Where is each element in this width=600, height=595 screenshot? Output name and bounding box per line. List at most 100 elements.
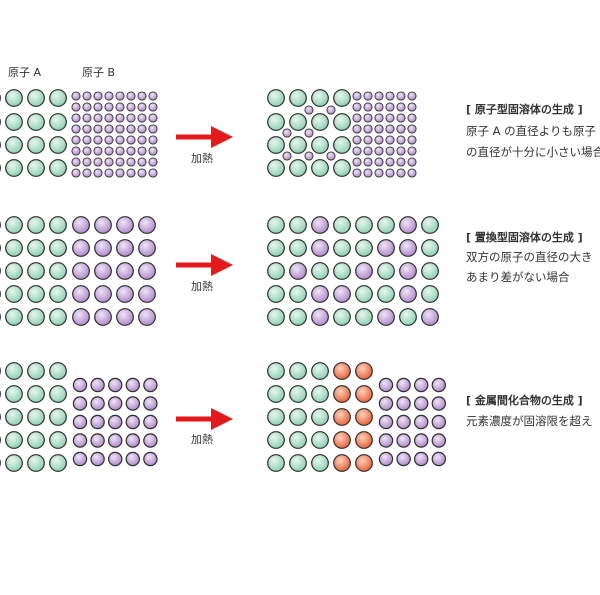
- r3-left-atom-b: [125, 396, 141, 411]
- r3-right-atom-b: [431, 414, 446, 430]
- r1-right-atom-b: [374, 157, 384, 167]
- r1-right-atom-b: [363, 113, 373, 123]
- r1-right-atom-b: [385, 135, 395, 145]
- r1-left-atom-b: [115, 102, 125, 112]
- r1-right-atom-b: [363, 146, 373, 156]
- r1-right-atom-b: [396, 113, 406, 123]
- r1-left-atom-b: [82, 113, 92, 123]
- r1-left-atom-a: [5, 136, 23, 154]
- r3-left-atom-a: [27, 408, 45, 426]
- r1-left-atom-b: [126, 135, 136, 145]
- r1-left-atom-b: [126, 146, 136, 156]
- r2-left-atom-b: [72, 239, 90, 257]
- r3-right-atom-a: [311, 431, 329, 449]
- r1-left-atom-b: [82, 168, 92, 178]
- r3-left-atom-b: [125, 433, 141, 448]
- r1-right-atom-b: [374, 113, 384, 123]
- r1-right-atom-a: [333, 136, 351, 154]
- r2-right-atom-a: [289, 285, 307, 303]
- r1-right-atom-a: [289, 113, 307, 131]
- r3-right-atom-b: [378, 377, 394, 393]
- r3-right-atom-b: [378, 414, 394, 430]
- r1-right-interstitial-b: [304, 151, 314, 161]
- r1-left-atom-b: [82, 135, 92, 145]
- r1-left-atom-b: [82, 91, 92, 101]
- row1-desc-line1: 原子 A の直径よりも原子: [466, 124, 596, 138]
- r1-right-atom-a: [333, 159, 351, 177]
- r1-right-atom-b: [374, 146, 384, 156]
- r3-right-compound-atom: [355, 431, 373, 449]
- r3-right-atom-a: [267, 362, 285, 380]
- r1-left-atom-b: [104, 113, 114, 123]
- r3-left-atom-b: [72, 414, 88, 430]
- r1-right-atom-b: [407, 146, 417, 156]
- r1-left-atom-b: [104, 146, 114, 156]
- r2-left-atom-b: [94, 308, 112, 326]
- r1-left-atom-b: [93, 146, 103, 156]
- r1-right-atom-a: [289, 89, 307, 107]
- r3-right-atom-a: [267, 385, 285, 403]
- r1-left-atom-b: [104, 91, 114, 101]
- r1-right-atom-b: [385, 146, 395, 156]
- r3-left-atom-a: [49, 408, 67, 426]
- r3-left-atom-b: [143, 396, 158, 411]
- r2-right-atom-a: [333, 239, 351, 257]
- r2-left-atom-b: [138, 262, 156, 280]
- r1-right-atom-b: [385, 113, 395, 123]
- legend-atom-b-label: 原子 B: [82, 66, 116, 79]
- r3-right-compound-atom: [333, 431, 351, 449]
- r3-left-atom-b: [72, 451, 88, 467]
- r1-left-atom-b: [93, 168, 103, 178]
- r2-right-atom-b: [311, 285, 329, 303]
- r3-right-atom-a: [267, 454, 285, 472]
- r1-left-atom-b: [148, 146, 158, 156]
- row3-title: [ 金属間化合物の生成 ]: [466, 394, 583, 407]
- r2-right-atom-a: [267, 262, 285, 280]
- r2-right-atom-b: [311, 216, 329, 234]
- r1-right-atom-b: [407, 168, 417, 178]
- heat-label-1: 加熱: [191, 152, 213, 165]
- r1-left-atom-b: [71, 146, 81, 156]
- r2-right-atom-b: [399, 262, 417, 280]
- r2-right-atom-a: [289, 308, 307, 326]
- r2-left-atom-a: [27, 308, 45, 326]
- r1-left-atom-b: [104, 157, 114, 167]
- r3-left-atom-a: [49, 362, 67, 380]
- r1-left-atom-b: [115, 113, 125, 123]
- r2-left-atom-a: [5, 216, 23, 234]
- heat-label-3: 加熱: [191, 433, 213, 446]
- r1-right-atom-b: [407, 124, 417, 134]
- r3-left-atom-b: [107, 451, 123, 467]
- r1-left-atom-a: [5, 89, 23, 107]
- r1-left-atom-a: [49, 136, 67, 154]
- r1-right-atom-b: [352, 124, 362, 134]
- r1-left-atom-b: [115, 168, 125, 178]
- r2-right-atom-b: [355, 262, 373, 280]
- r1-left-atom-a: [49, 89, 67, 107]
- r2-right-atom-b: [333, 285, 351, 303]
- r3-right-atom-b: [431, 396, 446, 411]
- r3-right-atom-b: [378, 396, 394, 411]
- r1-right-interstitial-b: [304, 128, 314, 138]
- r2-right-atom-a: [333, 308, 351, 326]
- r1-left-atom-a: [5, 159, 23, 177]
- r1-right-atom-b: [396, 91, 406, 101]
- r3-right-compound-atom: [333, 454, 351, 472]
- r2-right-atom-b: [289, 262, 307, 280]
- r3-right-compound-atom: [355, 362, 373, 380]
- r1-left-atom-b: [104, 168, 114, 178]
- r3-left-atom-b: [90, 433, 105, 448]
- r1-right-atom-b: [374, 91, 384, 101]
- r1-left-atom-b: [71, 124, 81, 134]
- r2-right-atom-a: [311, 262, 329, 280]
- row2-desc-line1: 双方の原子の直径の大き: [466, 250, 593, 264]
- r2-left-atom-a: [49, 239, 67, 257]
- r1-left-atom-b: [71, 157, 81, 167]
- r3-left-atom-a: [5, 408, 23, 426]
- r1-left-atom-a: [49, 113, 67, 131]
- r3-left-atom-b: [107, 396, 123, 411]
- r3-left-atom-a: [49, 454, 67, 472]
- r2-left-atom-b: [138, 239, 156, 257]
- r3-right-compound-atom: [355, 408, 373, 426]
- r2-right-atom-a: [289, 216, 307, 234]
